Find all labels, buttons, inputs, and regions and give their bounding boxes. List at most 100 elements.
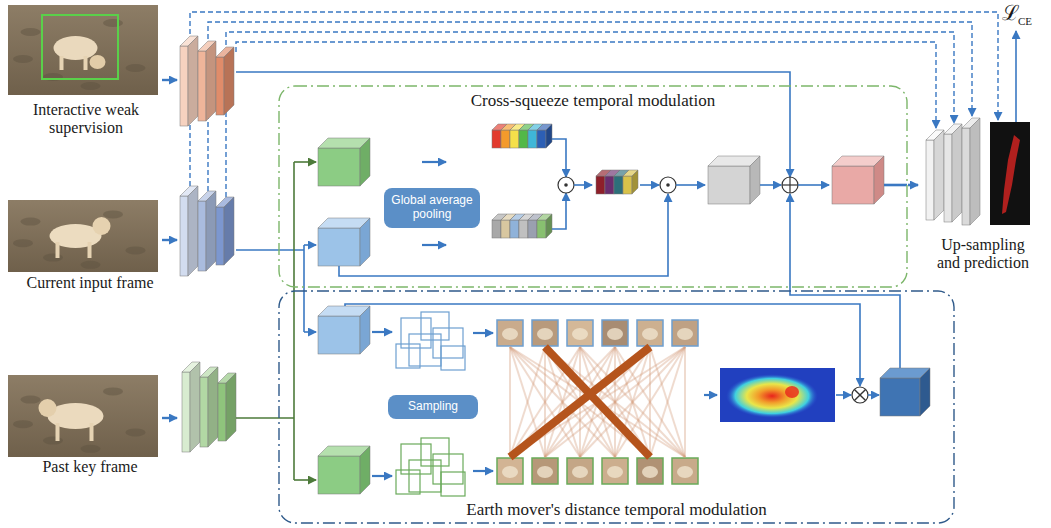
cube-front [318, 148, 360, 186]
region-outline [278, 290, 955, 524]
cube-front [492, 220, 501, 238]
cube-side [546, 124, 552, 148]
cube-side [188, 186, 198, 276]
dog-leg [56, 242, 60, 258]
feature-cube [318, 138, 370, 186]
input-image: Current input frame [5, 198, 175, 296]
sample-window [421, 312, 449, 340]
transport-flow [509, 347, 511, 457]
feature-cube [318, 306, 370, 354]
decoder-layer [944, 124, 962, 222]
button-label: Sampling [408, 400, 458, 414]
image-patch [532, 320, 558, 346]
sample-window [441, 472, 465, 496]
connector-arrow [908, 184, 918, 187]
wire [552, 193, 566, 229]
cube-front [198, 201, 206, 271]
operator-symbol [558, 177, 574, 193]
cube-side [360, 218, 370, 266]
cube-side [934, 130, 944, 220]
photo-ground [8, 375, 158, 457]
cube-side [208, 367, 218, 447]
heatmap [720, 368, 835, 422]
dog-head [90, 55, 106, 69]
wire [372, 475, 392, 477]
cube-front [832, 166, 874, 204]
cube-front [200, 377, 208, 447]
image-patch [602, 458, 628, 484]
photo-texture [126, 246, 146, 254]
region-heading: Earth mover's distance temporal modulati… [278, 501, 955, 520]
loss-subscript: CE [1018, 16, 1032, 27]
cube-side [920, 368, 930, 416]
photo-texture [43, 437, 63, 445]
dog-head [39, 399, 57, 417]
input-image: Interactive weak supervision [5, 5, 167, 155]
cube-front [180, 46, 188, 126]
cube-front [528, 220, 537, 238]
wire [293, 162, 295, 480]
photo-texture [13, 55, 33, 63]
patch-content [502, 328, 518, 340]
wire [236, 42, 936, 128]
cube-side [360, 446, 370, 494]
cube-front [218, 383, 226, 441]
wire [1015, 31, 1017, 122]
wire [836, 394, 851, 396]
wire [640, 184, 659, 186]
cube-front [318, 228, 360, 266]
photo-texture [13, 239, 33, 247]
channel-vector [537, 124, 552, 148]
photo-texture [103, 210, 123, 218]
operator-symbol [782, 177, 798, 193]
wire [552, 139, 566, 177]
region-border [279, 291, 954, 523]
photo-texture [81, 445, 101, 453]
cube-side [632, 170, 638, 194]
wire [798, 184, 829, 186]
cube-front [537, 220, 546, 238]
photo-texture [21, 28, 41, 36]
feature-cube [708, 156, 760, 204]
cube-side [188, 36, 198, 126]
prediction-mask [990, 122, 1030, 225]
feature-cube [318, 218, 370, 266]
operator-dot [666, 183, 670, 187]
sample-window [441, 346, 465, 370]
dog-leg [84, 56, 88, 70]
operator-bar [854, 389, 865, 400]
wire [303, 245, 305, 332]
cube-side [206, 41, 216, 121]
cube-side [952, 124, 962, 222]
encoder-layer [198, 191, 216, 271]
patch-content [572, 328, 588, 340]
sample-window [433, 328, 463, 358]
cube-side [206, 191, 216, 271]
encoder-layer [180, 36, 198, 126]
loss-symbol: ℒ [1002, 3, 1020, 24]
encoder-layer [182, 362, 200, 452]
transport-flow [510, 347, 685, 457]
patch-content [537, 466, 553, 478]
photo-texture [43, 254, 63, 262]
transport-flow [650, 347, 685, 457]
cube-front [596, 176, 605, 194]
wire [884, 184, 907, 187]
bounding-box [42, 15, 118, 79]
image-patch [567, 320, 593, 346]
decoder-layer [926, 130, 944, 220]
image-patch [672, 320, 698, 346]
cube-side [226, 373, 236, 441]
region-heading: Cross-squeeze temporal modulation [278, 92, 908, 111]
feature-cube [318, 446, 370, 494]
wire [760, 184, 781, 186]
photo-texture [21, 218, 41, 226]
image-patch [672, 458, 698, 484]
image-patch [567, 458, 593, 484]
module-region: Cross-squeeze temporal modulationGlobal … [278, 85, 908, 288]
operator-symbol [660, 177, 676, 193]
operator-bar [854, 389, 865, 400]
photo-texture [126, 428, 146, 436]
wire [190, 12, 998, 186]
